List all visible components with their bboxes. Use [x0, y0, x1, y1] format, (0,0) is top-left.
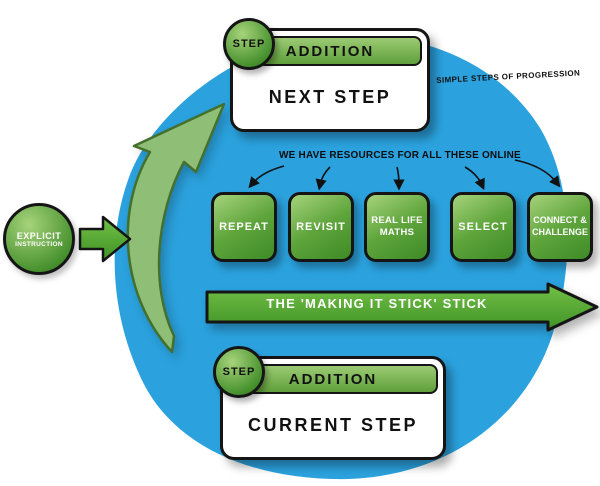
- tile-connect-challenge-label: CONNECT & CHALLENGE: [532, 215, 588, 237]
- connector-arrow-real-life: [393, 166, 405, 191]
- next-step-card-body: NEXT STEP: [268, 87, 392, 107]
- tile-select: SELECT: [450, 192, 516, 262]
- tile-real-life-maths-label: REAL LIFE MATHS: [371, 214, 423, 238]
- curved-growth-arrow-icon: [126, 102, 226, 354]
- tile-repeat: REPEAT: [211, 192, 277, 262]
- tile-real-life-maths: REAL LIFE MATHS: [364, 192, 430, 262]
- current-step-card-body: CURRENT STEP: [247, 415, 418, 435]
- right-arrow-icon: [78, 215, 132, 263]
- resources-note: WE HAVE RESOURCES FOR ALL THESE ONLINE: [279, 150, 521, 161]
- next-step-card-title: ADDITION: [285, 42, 375, 60]
- tile-revisit-label: REVISIT: [296, 220, 346, 233]
- tile-repeat-label: REPEAT: [219, 220, 269, 233]
- tile-select-label: SELECT: [458, 220, 508, 233]
- current-step-card-title: ADDITION: [288, 370, 378, 388]
- explicit-instruction-label-top: EXPLICIT: [16, 230, 62, 241]
- next-step-card: ADDITION NEXT STEP STEP: [223, 18, 430, 132]
- connector-arrow-connect: [514, 159, 561, 188]
- stick-banner-label: THE 'MAKING IT STICK' STICK: [266, 296, 488, 311]
- stick-banner-arrow: [205, 282, 599, 332]
- tile-revisit: REVISIT: [288, 192, 354, 262]
- explicit-instruction-label-bottom: INSTRUCTION: [15, 240, 63, 248]
- current-step-badge: STEP: [213, 346, 265, 398]
- resource-connector-arrows: [248, 159, 561, 191]
- next-step-badge: STEP: [223, 18, 275, 70]
- tile-connect-challenge: CONNECT & CHALLENGE: [527, 192, 593, 262]
- connector-arrow-revisit: [315, 166, 331, 191]
- current-step-card: ADDITION CURRENT STEP STEP: [213, 346, 446, 460]
- connector-arrow-repeat: [248, 165, 285, 189]
- connector-arrow-select: [464, 166, 485, 191]
- explicit-instruction-circle: EXPLICIT INSTRUCTION: [3, 203, 75, 275]
